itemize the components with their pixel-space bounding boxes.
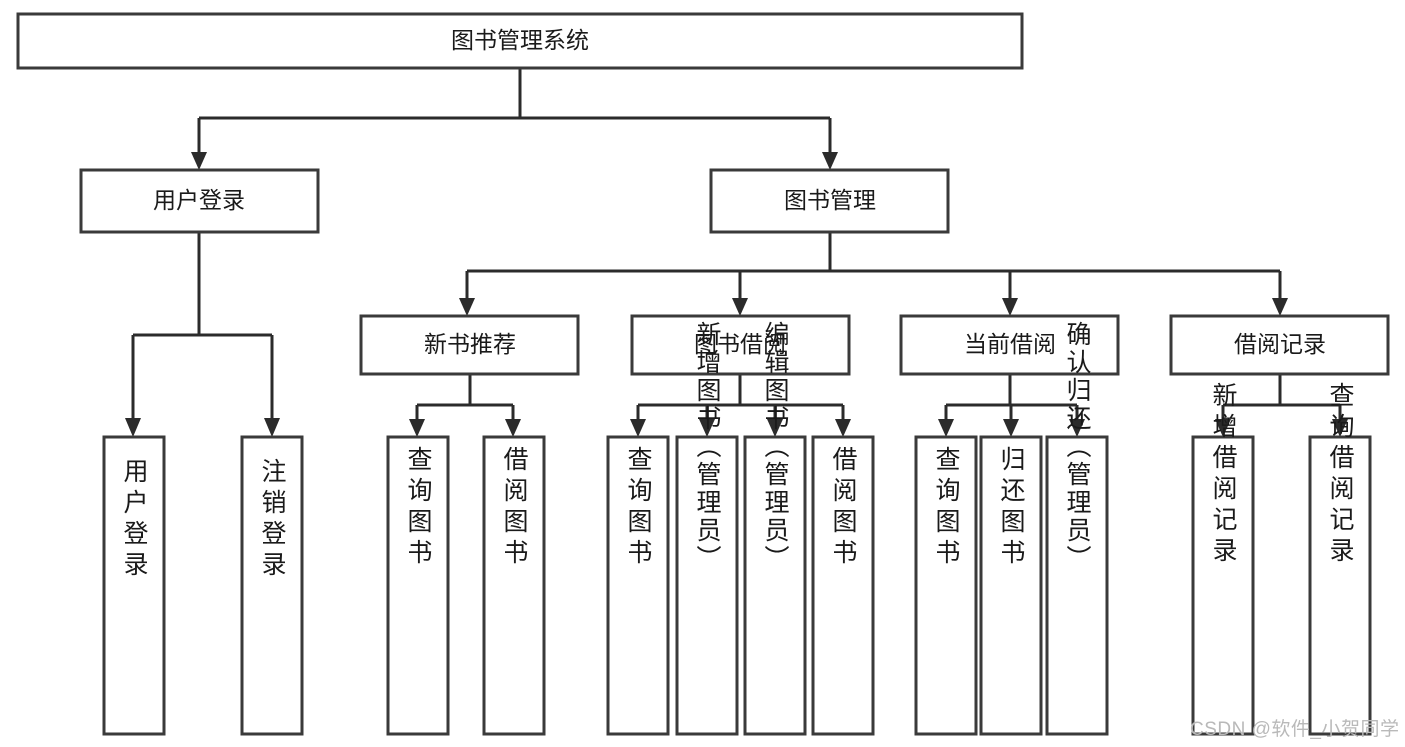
- leaf-book-borrow-edit-label: 编辑图书（管理员）: [761, 321, 790, 573]
- connector-root-to-level2: [191, 68, 838, 170]
- connector-borrowrecord-to-leaves: [1215, 374, 1348, 437]
- connector-userlogin-to-leaves: [125, 232, 280, 437]
- leaf-book-borrow-query-label: 查询图书: [624, 446, 653, 570]
- connector-newbook-to-leaves: [409, 374, 521, 437]
- leaf-borrow-record-query-label: 查询借阅记录: [1326, 382, 1355, 568]
- leaf-book-borrow-borrow-label: 借阅图书: [829, 446, 858, 570]
- node-root-label: 图书管理系统: [451, 27, 589, 53]
- node-book-borrow[interactable]: 图书借阅: [630, 314, 851, 376]
- node-new-book-recommend-label: 新书推荐: [424, 331, 516, 357]
- connector-currentborrow-to-leaves: [938, 374, 1085, 437]
- leaf-book-borrow-query[interactable]: 查询图书: [606, 435, 670, 736]
- node-book-management-label: 图书管理: [784, 187, 876, 213]
- connector-bookborrow-to-leaves: [630, 374, 851, 437]
- leaf-book-borrow-borrow[interactable]: 借阅图书: [811, 435, 875, 736]
- leaf-borrow-record-add-label: 新增借阅记录: [1209, 382, 1238, 568]
- leaf-borrow-record-add[interactable]: 新增借阅记录: [1191, 382, 1255, 736]
- node-user-login[interactable]: 用户登录: [79, 168, 320, 234]
- leaf-book-borrow-add[interactable]: 新增图书（管理员）: [675, 321, 739, 736]
- csdn-watermark: CSDN @软件_小贺同学: [1190, 719, 1400, 740]
- leaf-current-borrow-confirm-label: 确认归还（管理员）: [1063, 321, 1092, 573]
- node-current-borrow-label: 当前借阅: [964, 331, 1056, 357]
- leaf-current-borrow-query-label: 查询图书: [932, 446, 961, 570]
- leaf-user-login-login[interactable]: 用户登录: [102, 435, 166, 736]
- leaf-user-login-logout-label: 注销登录: [258, 458, 287, 582]
- leaf-current-borrow-return-label: 归还图书: [997, 446, 1026, 570]
- node-root[interactable]: 图书管理系统: [16, 12, 1024, 70]
- leaf-book-borrow-add-label: 新增图书（管理员）: [693, 321, 722, 573]
- node-borrow-record[interactable]: 借阅记录: [1169, 314, 1390, 376]
- leaf-book-borrow-edit[interactable]: 编辑图书（管理员）: [743, 321, 807, 736]
- leaf-new-book-borrow[interactable]: 借阅图书: [482, 435, 546, 736]
- node-borrow-record-label: 借阅记录: [1234, 331, 1326, 357]
- node-book-borrow-label: 图书借阅: [694, 331, 786, 357]
- leaf-user-login-login-label: 用户登录: [120, 458, 149, 582]
- leaf-new-book-query-label: 查询图书: [404, 446, 433, 570]
- node-user-login-label: 用户登录: [153, 187, 245, 213]
- leaf-current-borrow-confirm[interactable]: 确认归还（管理员）: [1045, 321, 1109, 736]
- leaf-new-book-query[interactable]: 查询图书: [386, 435, 450, 736]
- node-new-book-recommend[interactable]: 新书推荐: [359, 314, 580, 376]
- leaf-new-book-borrow-label: 借阅图书: [500, 446, 529, 570]
- leaf-user-login-logout[interactable]: 注销登录: [240, 435, 304, 736]
- connector-bookmgmt-to-level3: [459, 232, 1288, 316]
- leaf-current-borrow-query[interactable]: 查询图书: [914, 435, 978, 736]
- node-book-management[interactable]: 图书管理: [709, 168, 950, 234]
- leaf-borrow-record-query[interactable]: 查询借阅记录: [1308, 382, 1372, 736]
- node-current-borrow[interactable]: 当前借阅: [899, 314, 1120, 376]
- leaf-current-borrow-return[interactable]: 归还图书: [979, 435, 1043, 736]
